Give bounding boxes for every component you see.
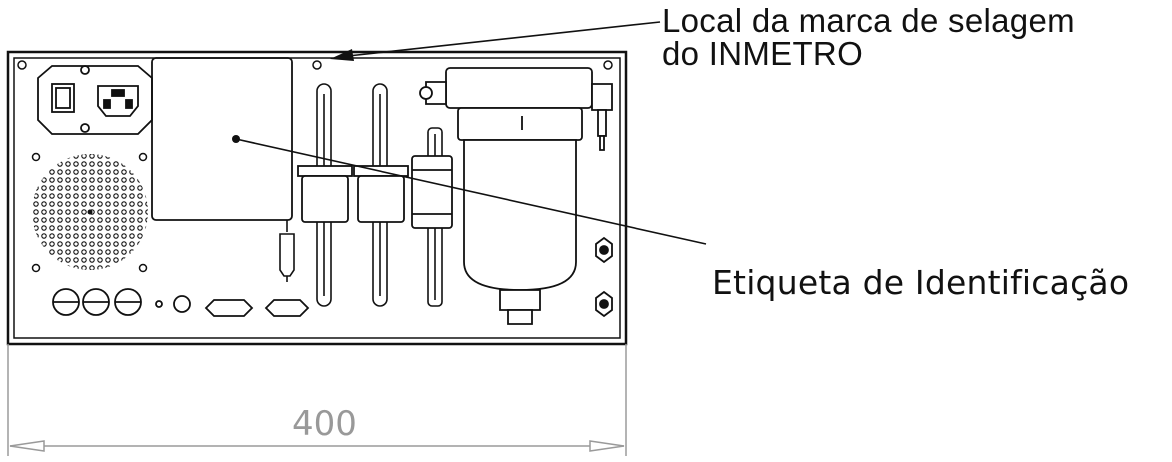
seal-mark-callout: Local da marca de selagem do INMETRO [662,4,1075,70]
mounting-holes [17,60,613,273]
inline-filters [297,155,453,229]
callout-leaders [235,21,707,245]
width-dimension-value: 400 [292,404,357,444]
power-switch-icon [51,83,75,113]
fan-grille [32,154,148,270]
identification-callout: Etiqueta de Identificação [712,263,1130,302]
port-nuts [595,236,613,318]
bottom-connectors [52,288,310,317]
fuse-holder [279,220,295,282]
iec-socket-icon [97,85,139,117]
width-dimension [7,344,627,456]
seal-callout-line1: Local da marca de selagem [662,2,1075,39]
seal-leader-line [347,21,661,57]
filter-bowl [419,67,613,325]
seal-arrowhead [330,49,354,61]
identification-leader-line [235,138,707,245]
seal-callout-line2: do INMETRO [662,35,864,72]
